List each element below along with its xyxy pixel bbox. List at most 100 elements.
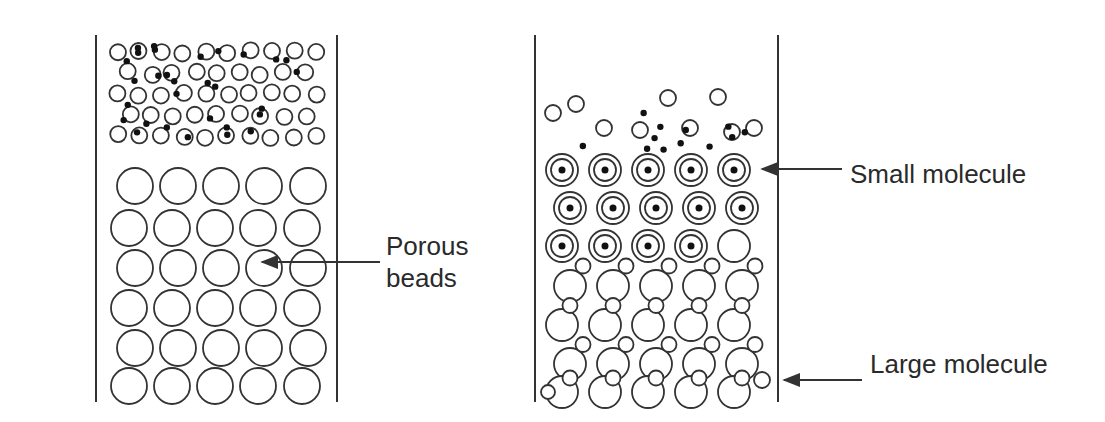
small-molecule-dot [259, 105, 265, 111]
small-molecule-dot [660, 146, 666, 152]
bead [640, 192, 672, 224]
small-molecule-dot [651, 135, 657, 141]
small-molecule-dot [688, 167, 695, 174]
bead [109, 85, 125, 101]
bead [546, 230, 578, 262]
bead [290, 168, 326, 204]
bead [632, 154, 664, 186]
column-after [535, 35, 778, 408]
bead [754, 372, 770, 388]
bead [246, 330, 282, 366]
bead [160, 330, 196, 366]
bead [160, 250, 196, 286]
bead [145, 67, 161, 83]
bead [111, 368, 147, 404]
bead [143, 107, 159, 123]
bead [308, 44, 324, 60]
bead [718, 230, 750, 262]
small-molecule-dot [640, 110, 646, 116]
bead [209, 65, 225, 81]
small-molecule-dot [657, 124, 663, 130]
bead [197, 368, 233, 404]
small-molecule-dot [124, 58, 130, 64]
small-molecule-dot [644, 145, 650, 151]
bead [576, 259, 591, 274]
bead [154, 210, 190, 246]
small-molecule-dot [653, 205, 660, 212]
bead [299, 108, 315, 124]
bead [232, 106, 248, 122]
bead [692, 371, 707, 386]
bead [219, 45, 235, 61]
bead [731, 197, 753, 219]
bead [197, 290, 233, 326]
small-molecule-dot [273, 56, 279, 62]
bead [117, 330, 153, 366]
small-molecule-dot [688, 243, 695, 250]
bead [675, 309, 707, 341]
part-label: Porous beads [386, 230, 536, 294]
small-molecule-dot [725, 123, 731, 129]
bead [662, 259, 677, 274]
bead [662, 337, 677, 352]
small-molecule-dot [197, 53, 203, 59]
bead [174, 46, 190, 62]
bead [240, 368, 276, 404]
small-molecule-dot [729, 134, 735, 140]
bead [735, 298, 750, 313]
bead [110, 126, 126, 142]
bead [576, 337, 591, 352]
small-molecule-dot [205, 80, 211, 86]
bead [563, 298, 578, 313]
bead [242, 128, 258, 144]
bead [551, 235, 573, 257]
bead [632, 309, 664, 341]
bead [589, 154, 621, 186]
small-molecule-dot [185, 134, 191, 140]
bead [221, 87, 237, 103]
bead [645, 197, 667, 219]
bead [203, 330, 239, 366]
small-molecule-dot [696, 205, 703, 212]
small-molecule-dot [559, 167, 566, 174]
bead [197, 130, 213, 146]
bead [723, 159, 745, 181]
bead [198, 86, 214, 102]
small-molecule-dot [742, 129, 748, 135]
column-wall [534, 35, 536, 402]
bead [117, 250, 153, 286]
bead [130, 88, 146, 104]
bead [290, 250, 326, 286]
bead [290, 330, 326, 366]
small-molecule-dot [739, 205, 746, 212]
bead [649, 298, 664, 313]
bead [177, 129, 193, 145]
small-molecule-dot [135, 50, 141, 56]
bead [724, 124, 740, 140]
small-molecule-dot [559, 243, 566, 250]
bead [688, 197, 710, 219]
bead [718, 309, 750, 341]
small-molecule-dot [645, 167, 652, 174]
bead [111, 290, 147, 326]
bead [596, 120, 612, 136]
part-label: Small molecule [850, 158, 1040, 190]
bead [660, 90, 676, 106]
small-molecule-dot [683, 127, 689, 133]
small-molecule-dot [131, 78, 137, 84]
bead [276, 109, 292, 125]
leader-line [784, 379, 862, 381]
bead [545, 105, 561, 121]
bead [546, 154, 578, 186]
small-molecule-dot [731, 167, 738, 174]
bead [682, 120, 698, 136]
small-molecule-dot [602, 167, 609, 174]
small-molecule-dot [224, 124, 230, 130]
part-label: Large molecule [870, 348, 1060, 380]
bead [262, 130, 278, 146]
bead [746, 120, 762, 136]
bead [683, 192, 715, 224]
small-molecule-dot [171, 78, 177, 84]
bead [189, 64, 205, 80]
small-molecule-dot [207, 115, 213, 121]
